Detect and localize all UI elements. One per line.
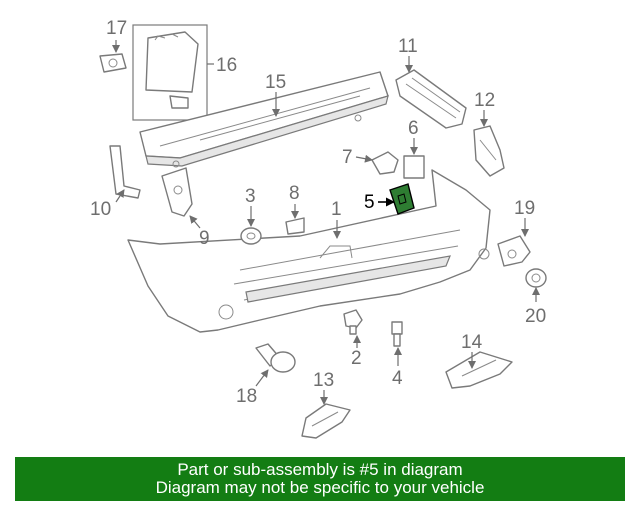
- callout-6: 6: [408, 118, 419, 139]
- callout-4: 4: [392, 368, 403, 389]
- part-15-absorber[interactable]: [139, 71, 389, 168]
- part-19-sensor[interactable]: [497, 235, 531, 267]
- callout-17: 17: [106, 18, 127, 39]
- part-1-bumper-cover[interactable]: [127, 169, 491, 333]
- banner-line-1: Part or sub-assembly is #5 in diagram: [177, 460, 463, 479]
- part-12-side-bracket[interactable]: [473, 125, 505, 177]
- banner-line-2: Diagram may not be specific to your vehi…: [155, 478, 485, 497]
- part-13-bracket[interactable]: [301, 403, 351, 439]
- part-7-clip[interactable]: [371, 151, 399, 175]
- part-16-mud-flap[interactable]: [132, 24, 208, 121]
- info-banner: Part or sub-assembly is #5 in diagram Di…: [15, 457, 625, 501]
- part-18-stop[interactable]: [255, 343, 296, 373]
- callout-10: 10: [90, 199, 111, 220]
- part-6-pad[interactable]: [403, 155, 425, 179]
- part-3-grommet[interactable]: [240, 227, 262, 245]
- callout-14: 14: [461, 332, 483, 353]
- part-8-clip[interactable]: [285, 217, 305, 235]
- callout-15: 15: [265, 72, 286, 93]
- callout-18: 18: [236, 386, 257, 407]
- part-2-bolt[interactable]: [343, 309, 363, 335]
- callout-19: 19: [514, 198, 535, 219]
- callout-8: 8: [289, 183, 300, 204]
- callout-5: 5: [364, 192, 375, 213]
- callout-11: 11: [398, 36, 418, 57]
- callout-3: 3: [245, 186, 256, 207]
- callout-2: 2: [351, 348, 362, 369]
- part-14-bracket[interactable]: [445, 351, 513, 389]
- parts-diagram: 17 16 15 11 12 6 7 5 10 9 3 8 1 19 20 2 …: [90, 18, 547, 439]
- part-17-clip[interactable]: [99, 53, 127, 73]
- callout-9: 9: [199, 228, 210, 249]
- part-5-highlighted[interactable]: [389, 183, 415, 215]
- callout-16: 16: [216, 55, 237, 76]
- callout-12: 12: [474, 90, 495, 111]
- callout-7: 7: [342, 147, 353, 168]
- part-11-retainer[interactable]: [395, 69, 467, 129]
- part-20-ring[interactable]: [525, 268, 547, 288]
- part-9-bracket[interactable]: [161, 167, 193, 217]
- part-4-bolt[interactable]: [391, 321, 403, 347]
- callout-13: 13: [313, 370, 334, 391]
- callout-20: 20: [525, 306, 546, 327]
- callout-1: 1: [331, 199, 342, 220]
- part-10-bracket[interactable]: [109, 145, 141, 199]
